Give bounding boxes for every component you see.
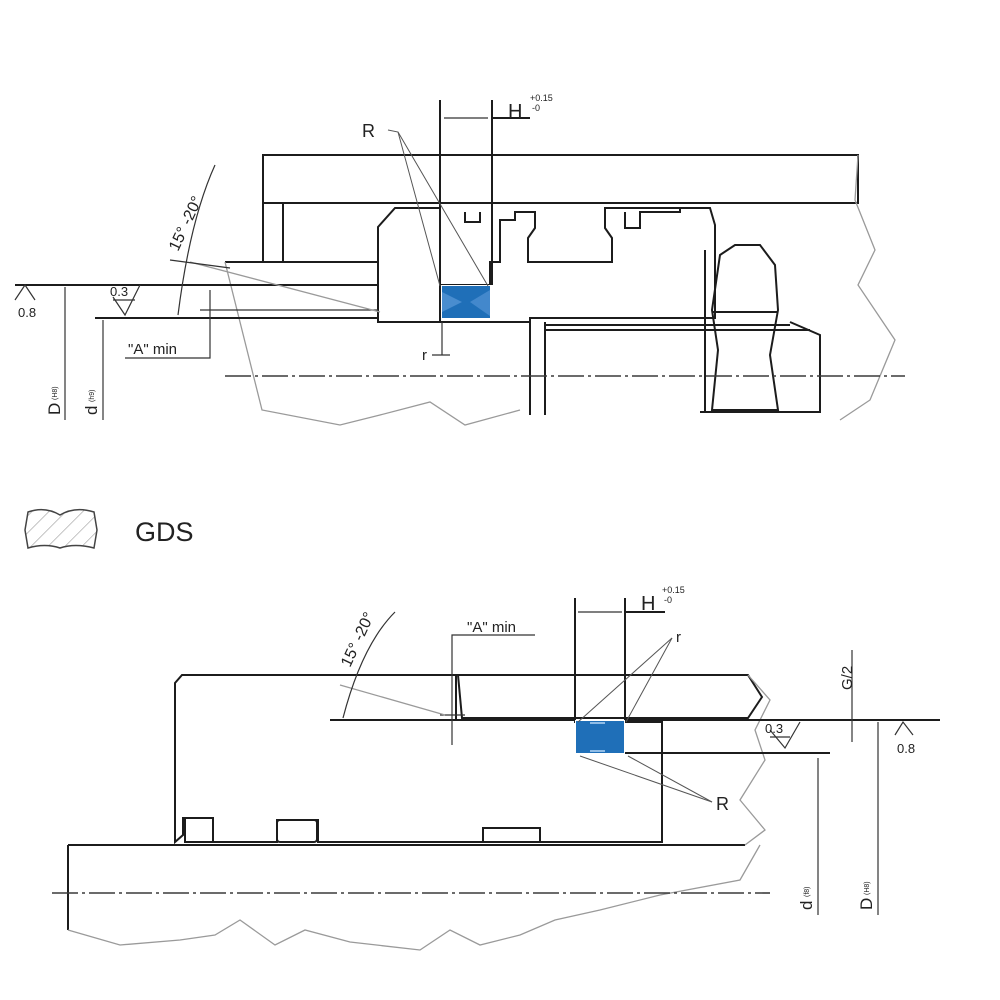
label-a-min: "A" min — [128, 341, 177, 358]
dim-rod-fit: (h9) — [89, 390, 96, 402]
label-groove-width-H-bottom: H — [641, 593, 655, 615]
label-radius-r-bottom: r — [676, 629, 681, 646]
legend-label: GDS — [135, 517, 194, 547]
seal-profile-bottom — [576, 721, 624, 753]
piston-body — [377, 207, 716, 323]
dim-bore-fit: (H8) — [52, 386, 59, 400]
tolerance-upper-bottom: +0.15 — [662, 585, 685, 595]
label-radius-R-bottom: R — [716, 794, 729, 814]
lead-in-angle-bottom: 15° -20° — [338, 610, 378, 670]
tolerance-lower: -0 — [532, 103, 540, 113]
bottom-drawing: 15° -20° "A" min H +0.15 -0 r R G/2 0.3 … — [52, 585, 940, 951]
lead-in-angle: 15° -20° — [166, 194, 206, 254]
label-groove-width-H: H — [508, 101, 522, 123]
gland-part — [456, 674, 764, 719]
legend-gds: GDS — [24, 508, 194, 549]
label-radius-r: r — [422, 347, 427, 364]
roughness-inner-bottom: 0.3 — [765, 721, 783, 736]
guide-ring — [710, 244, 780, 411]
label-radius-R: R — [362, 121, 375, 141]
top-drawing: R H +0.15 -0 15° -20° 0.8 0.3 "A" min r … — [14, 93, 905, 426]
dim-piston-d: d — [797, 901, 816, 910]
label-g-half: G/2 — [839, 666, 856, 690]
seal-profile-top — [442, 286, 490, 318]
dim-bore-fit-bottom: (H8) — [864, 881, 871, 895]
tolerance-upper: +0.15 — [530, 93, 553, 103]
roughness-outer: 0.8 — [18, 305, 36, 320]
gds-seal-profile-icon — [24, 508, 98, 549]
housing-bar — [262, 154, 859, 204]
piston-body-bottom — [174, 674, 663, 845]
dim-bore-D: D — [45, 403, 64, 415]
dim-piston-fit: (f8) — [804, 887, 811, 898]
roughness-outer-bottom: 0.8 — [897, 741, 915, 756]
tolerance-lower-bottom: -0 — [664, 595, 672, 605]
roughness-inner: 0.3 — [110, 284, 128, 299]
dim-bore-D-bottom: D — [857, 898, 876, 910]
label-a-min-bottom: "A" min — [467, 619, 516, 636]
dim-rod-d: d — [82, 406, 101, 415]
